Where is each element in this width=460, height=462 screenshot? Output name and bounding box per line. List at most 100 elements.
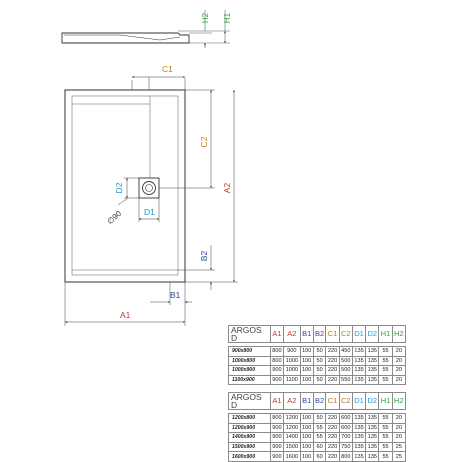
table-cell: 20: [391, 355, 407, 367]
row-size-label: 1600x900: [228, 451, 271, 462]
table-cell: 1100: [282, 374, 301, 386]
label-a2: A2: [222, 183, 232, 194]
table-cell: 1000: [282, 365, 301, 376]
dim-b1: B1: [150, 282, 192, 305]
table-cell: 100: [299, 355, 314, 367]
column-header-a1: A1: [270, 392, 284, 410]
table-cell: 450: [338, 346, 353, 357]
table-cell: 50: [312, 365, 327, 376]
table-cell: 135: [351, 355, 367, 367]
dim-h2: H2: [201, 10, 210, 48]
side-view: [61, 30, 230, 44]
table-cell: 20: [391, 346, 407, 357]
column-header-b2: B2: [312, 392, 327, 410]
table-cell: 1000: [282, 355, 301, 367]
column-header-d2: D2: [365, 392, 380, 410]
column-header-d1: D1: [351, 325, 367, 343]
dim-c1: C1: [131, 64, 186, 90]
label-h2: H2: [201, 12, 210, 23]
table-cell: 55: [378, 432, 393, 443]
table-cell: 20: [391, 374, 407, 386]
table-cell: 100: [299, 451, 314, 462]
table-title: ARGOS D: [228, 325, 271, 343]
label-d1: D1: [144, 207, 155, 217]
table-cell: 600: [338, 422, 353, 434]
table-cell: 135: [351, 374, 367, 386]
column-header-a2: A2: [282, 325, 301, 343]
row-size-label: 1000x800: [228, 355, 271, 367]
column-header-h2: H2: [391, 325, 407, 343]
label-h1: H1: [223, 12, 232, 23]
table-cell: 50: [312, 374, 327, 386]
table-cell: 135: [365, 365, 380, 376]
column-header-h2: H2: [391, 392, 407, 410]
table-cell: 100: [299, 413, 314, 424]
table-cell: 220: [325, 422, 340, 434]
row-size-label: 900x800: [228, 346, 271, 357]
table-cell: 135: [351, 441, 367, 453]
column-header-a1: A1: [270, 325, 284, 343]
table-cell: 220: [325, 441, 340, 453]
dim-h1: H1: [223, 10, 232, 44]
row-size-label: 1500x900: [228, 441, 271, 453]
table-cell: 100: [299, 422, 314, 434]
table-cell: 20: [391, 422, 407, 434]
column-header-b2: B2: [312, 325, 327, 343]
table-cell: 800: [270, 413, 284, 424]
table-cell: 700: [338, 432, 353, 443]
side-view-slope: [64, 34, 181, 41]
table-cell: 100: [299, 441, 314, 453]
table-cell: 50: [312, 346, 327, 357]
table-cell: 1600: [282, 451, 301, 462]
table-cell: 900: [270, 451, 284, 462]
column-header-c1: C1: [325, 325, 340, 343]
table-cell: 135: [351, 422, 367, 434]
row-size-label: 1200x900: [228, 422, 271, 434]
tray-outline: [64, 89, 186, 283]
column-header-c2: C2: [338, 392, 353, 410]
column-header-c2: C2: [338, 325, 353, 343]
table-cell: 135: [365, 374, 380, 386]
table-cell: 135: [365, 432, 380, 443]
table-cell: 1200: [282, 413, 301, 424]
table-cell: 55: [312, 422, 327, 434]
side-view-outline: [61, 32, 190, 44]
table-cell: 55: [378, 346, 393, 357]
table-cell: 135: [365, 346, 380, 357]
table-cell: 55: [378, 374, 393, 386]
dim-c2: C2: [159, 89, 215, 189]
table-cell: 135: [351, 451, 367, 462]
table-cell: 100: [299, 365, 314, 376]
table-cell: 60: [312, 451, 327, 462]
table-cell: 20: [391, 413, 407, 424]
table-cell: 550: [338, 374, 353, 386]
table-cell: 135: [351, 346, 367, 357]
table-cell: 900: [270, 374, 284, 386]
table-cell: 50: [312, 413, 327, 424]
table-cell: 220: [325, 451, 340, 462]
label-b1: B1: [170, 290, 181, 300]
table-cell: 25: [391, 441, 407, 453]
table-cell: 100: [299, 432, 314, 443]
table-cell: 55: [378, 413, 393, 424]
table-cell: 135: [365, 441, 380, 453]
table-cell: 20: [391, 365, 407, 376]
table-cell: 900: [270, 432, 284, 443]
table-cell: 25: [391, 451, 407, 462]
dim-a1: A1: [64, 282, 186, 326]
table-cell: 1400: [282, 432, 301, 443]
table-cell: 1500: [282, 441, 301, 453]
column-header-d1: D1: [351, 392, 367, 410]
table-cell: 800: [338, 451, 353, 462]
label-drain-diameter: ∅90: [105, 209, 123, 227]
table-cell: 220: [325, 374, 340, 386]
